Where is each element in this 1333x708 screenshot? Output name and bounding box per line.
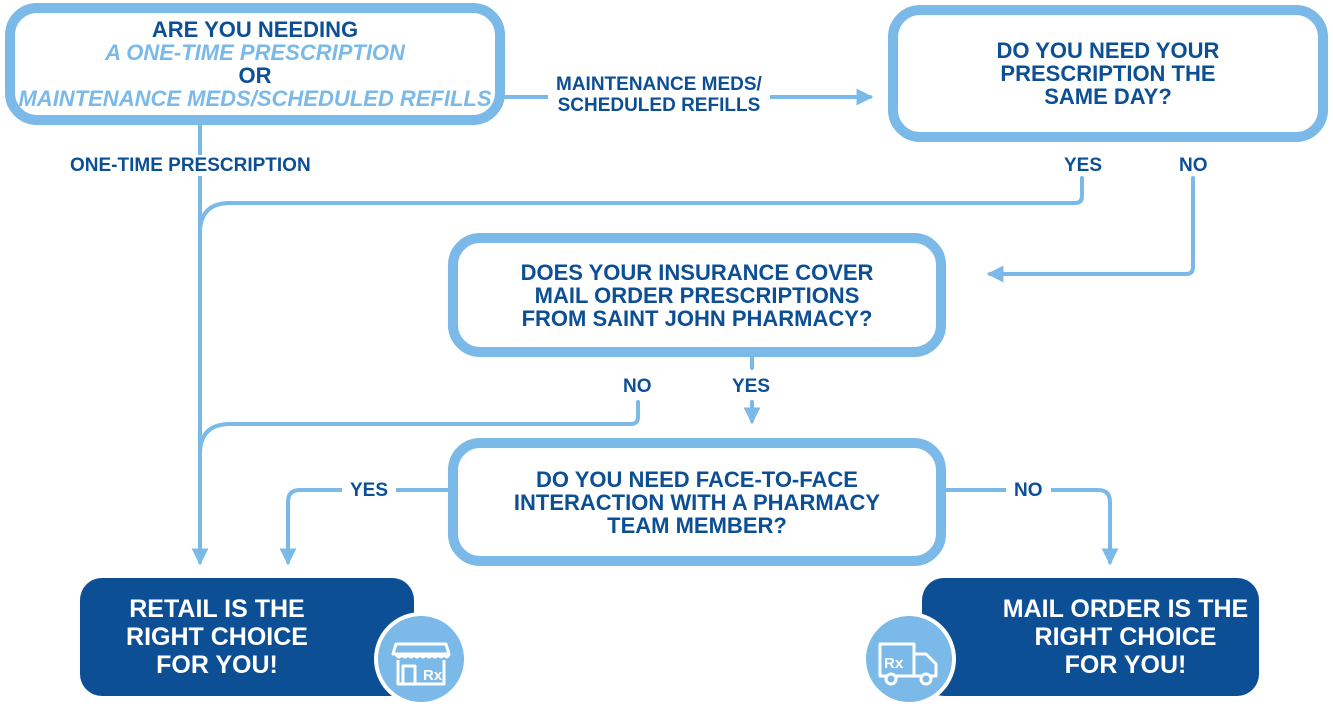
mail-line3: FOR YOU! [1064,651,1187,679]
q1-option-one-time: A ONE-TIME PRESCRIPTION [105,40,405,65]
edge-q3-no [198,400,640,456]
edge-label-maintenance: MAINTENANCE MEDS/ SCHEDULED REFILLS [548,74,770,116]
edge-label-one-time: ONE-TIME PRESCRIPTION [70,155,311,176]
edge-label-q2-yes: YES [1062,155,1105,176]
edge-q2-yes [198,176,1084,235]
storefront-rx-icon: Rx [374,612,468,706]
q1-option-maintenance: MAINTENANCE MEDS/SCHEDULED REFILLS [18,86,492,111]
q4-line1: DO YOU NEED FACE-TO-FACE [536,466,858,492]
question-face-to-face: DO YOU NEED FACE-TO-FACE INTERACTION WIT… [448,438,946,566]
retail-line2: RIGHT CHOICE [126,623,308,651]
q2-line1: DO YOU NEED YOUR [996,38,1220,63]
q4-line2: INTERACTION WITH A PHARMACY [513,489,881,515]
q1-line1: ARE YOU NEEDING [151,17,359,42]
edge-label-maintenance-line1: MAINTENANCE MEDS/ [556,74,762,95]
question-insurance-mail-order: DOES YOUR INSURANCE COVER MAIL ORDER PRE… [448,233,946,357]
q3-line1: DOES YOUR INSURANCE COVER [520,259,874,285]
result-mail-order: MAIL ORDER IS THE RIGHT CHOICE FOR YOU! [922,578,1259,696]
result-retail: RETAIL IS THE RIGHT CHOICE FOR YOU! [80,578,414,696]
edge-label-maintenance-line2: SCHEDULED REFILLS [557,95,761,116]
q1-or: OR [238,63,272,88]
q2-line2: PRESCRIPTION THE [1000,61,1216,86]
question-same-day: DO YOU NEED YOUR PRESCRIPTION THE SAME D… [888,5,1328,142]
q3-line2: MAIL ORDER PRESCRIPTIONS [534,282,860,308]
edge-q4-yes [279,488,457,566]
edge-q2-no [986,176,1195,283]
q3-line3: FROM SAINT JOHN PHARMACY? [521,305,873,331]
q4-line3: TEAM MEMBER? [607,512,787,538]
question-prescription-type: ARE YOU NEEDING A ONE-TIME PRESCRIPTION … [5,3,505,125]
q2-line3: SAME DAY? [1044,84,1172,109]
edge-label-q3-no: NO [621,376,654,397]
mail-line2: RIGHT CHOICE [1034,623,1217,651]
delivery-truck-rx-icon: Rx [862,612,956,706]
retail-line1: RETAIL IS THE [129,595,305,623]
edge-label-q4-yes: YES [342,480,397,501]
retail-line3: FOR YOU! [156,651,278,679]
svg-text:Rx: Rx [423,667,443,684]
edge-label-q3-yes: YES [730,376,773,397]
edge-q4-no [938,488,1119,566]
edge-label-q2-no: NO [1177,155,1210,176]
mail-line1: MAIL ORDER IS THE [1002,595,1249,623]
svg-text:Rx: Rx [884,655,904,672]
edge-label-q4-no: NO [1006,480,1051,501]
